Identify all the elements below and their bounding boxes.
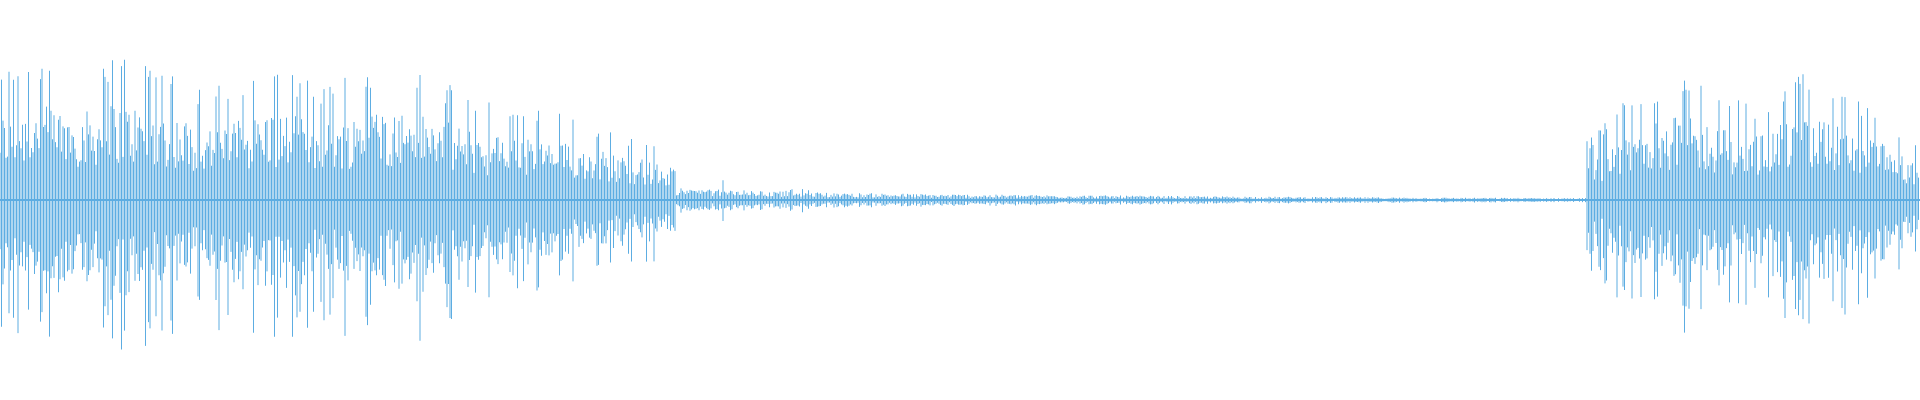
- waveform-path: [0, 59, 1919, 350]
- waveform-lines: [0, 59, 1920, 350]
